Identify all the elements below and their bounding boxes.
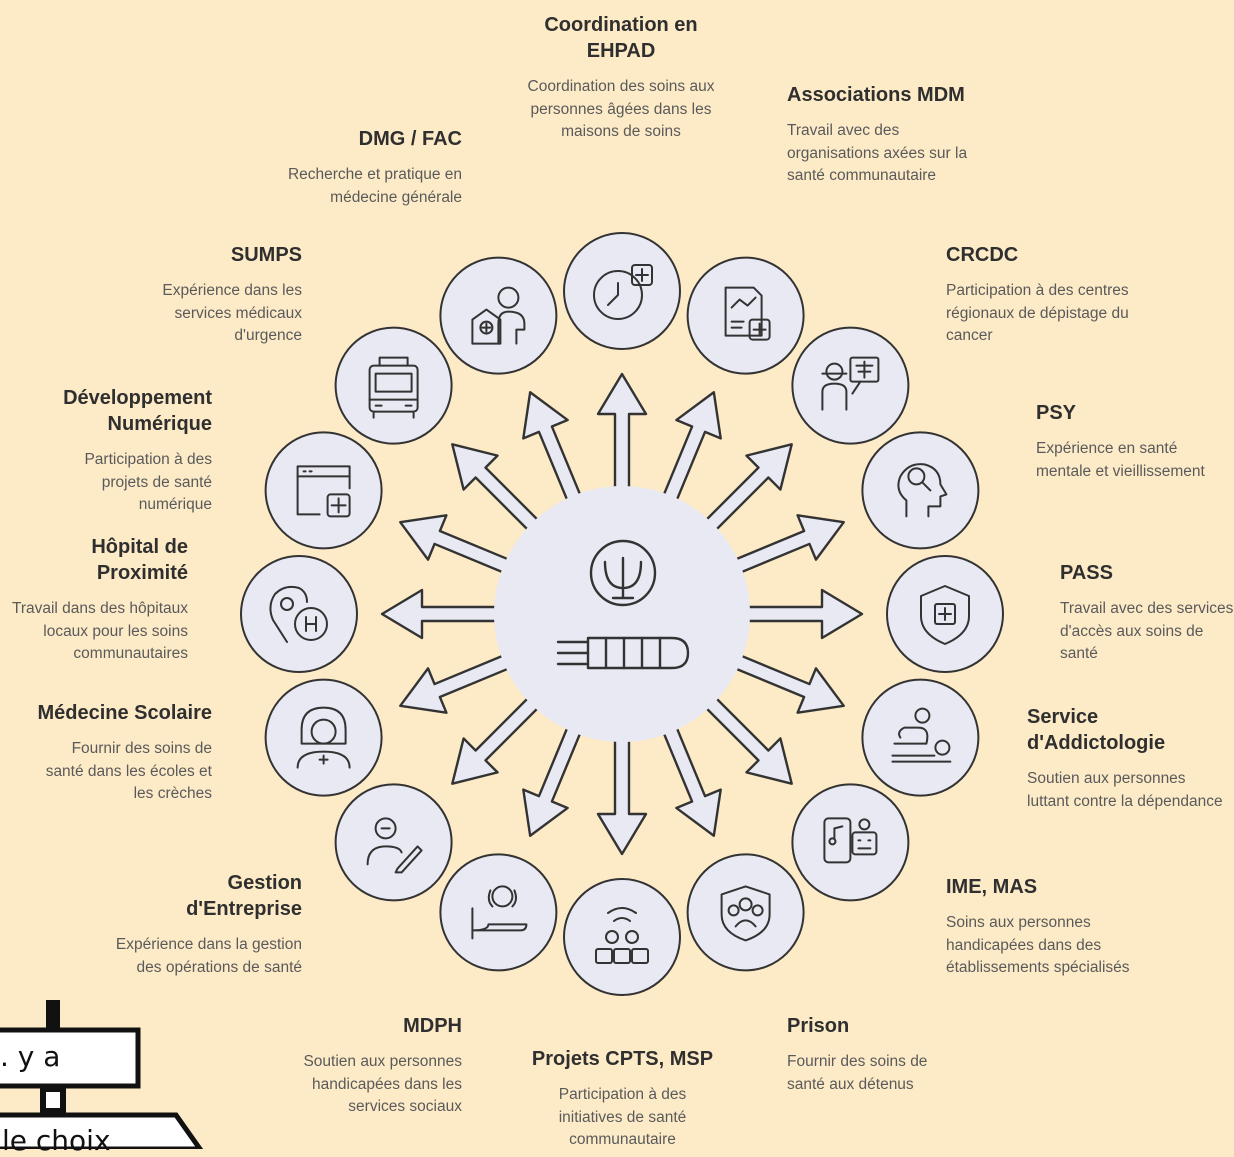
circle-pass	[886, 555, 1004, 673]
circle-numerique	[264, 431, 383, 550]
item-desc: Travail dans des hôpitaux locaux pour le…	[11, 600, 188, 662]
hub-circle	[494, 486, 750, 742]
tablet-robot-icon	[823, 817, 878, 864]
circle-dmg	[439, 256, 558, 375]
item-desc: Expérience dans la gestion des opération…	[115, 936, 302, 976]
syringe-icon	[556, 636, 690, 670]
signpost-board-2	[0, 1112, 204, 1149]
ambulance-icon	[368, 356, 419, 419]
person-pen-icon	[366, 817, 423, 874]
item-sumps: SUMPS Expérience dans les services médic…	[122, 242, 302, 348]
house-doctor-icon	[471, 286, 526, 345]
circles-group	[240, 232, 1004, 996]
item-title: Coordination en EHPAD	[544, 14, 698, 62]
signpost-post-top	[46, 1000, 60, 1032]
item-desc: Expérience en santé mentale et vieilliss…	[1036, 440, 1205, 480]
circle-prison	[686, 853, 805, 972]
circle-mdph	[439, 853, 558, 972]
item-title: Gestion d'Entreprise	[186, 872, 302, 920]
item-crcdc: CRCDC Participation à des centres région…	[946, 242, 1136, 348]
group-shield-icon	[720, 885, 771, 942]
circle-psy	[861, 431, 980, 550]
item-title: PASS	[1060, 562, 1113, 584]
item-prison: Prison Fournir des soins de santé aux dé…	[787, 1013, 967, 1096]
item-title: Médecine Scolaire	[37, 702, 212, 724]
item-ime: IME, MAS Soins aux personnes handicapées…	[946, 874, 1146, 980]
circle-sumps	[334, 326, 453, 445]
item-title: Associations MDM	[787, 84, 965, 106]
medical-chart-icon	[724, 286, 771, 341]
circle-cpts	[563, 878, 681, 996]
signpost	[0, 1000, 204, 1149]
item-desc: Fournir des soins de santé aux détenus	[787, 1053, 928, 1093]
shield-cross-icon	[920, 585, 970, 645]
browser-plus-icon	[296, 465, 351, 518]
item-title: MDPH	[403, 1015, 462, 1037]
item-desc: Participation à des centres régionaux de…	[946, 282, 1129, 344]
item-desc: Participation à des initiatives de santé…	[558, 1086, 687, 1148]
person-bed-icon	[471, 885, 528, 940]
item-title: Projets CPTS, MSP	[531, 1048, 714, 1070]
item-title: SUMPS	[230, 244, 302, 266]
item-dmg: DMG / FAC Recherche et pratique en médec…	[262, 126, 462, 209]
circle-mdm	[686, 256, 805, 375]
circle-addicto	[861, 678, 980, 797]
item-numerique: Développement Numérique Participation à …	[30, 385, 212, 517]
item-desc: Recherche et pratique en médecine généra…	[287, 166, 462, 206]
community-network-icon	[595, 907, 649, 964]
circle-hopital	[240, 555, 358, 673]
sign-text-2: le choix	[2, 1124, 111, 1157]
doctor-presentation-icon	[821, 356, 880, 411]
item-desc: Fournir des soins de santé dans les écol…	[45, 740, 212, 802]
item-scolaire: Médecine Scolaire Fournir des soins de s…	[10, 700, 212, 806]
patient-bed-icon	[891, 707, 952, 763]
circle-ime	[791, 783, 910, 902]
item-desc: Travail avec des organisations axées sur…	[787, 122, 968, 184]
item-desc: Soins aux personnes handicapées dans des…	[946, 914, 1130, 976]
item-desc: Soutien aux personnes luttant contre la …	[1027, 770, 1223, 810]
item-desc: Expérience dans les services médicaux d'…	[162, 282, 302, 344]
sign-text-1: . y a	[0, 1040, 61, 1073]
item-title: Prison	[787, 1015, 850, 1037]
nurse-icon	[296, 706, 351, 769]
item-cpts: Projets CPTS, MSP Participation à des in…	[515, 1046, 730, 1152]
item-psy: PSY Expérience en santé mentale et vieil…	[1036, 400, 1216, 483]
item-title: Développement Numérique	[63, 387, 212, 435]
item-desc: Coordination des soins aux personnes âgé…	[527, 78, 715, 140]
item-desc: Soutien aux personnes handicapées dans l…	[303, 1053, 462, 1115]
item-gestion: Gestion d'Entreprise Expérience dans la …	[102, 870, 302, 979]
item-title: Hôpital de Proximité	[91, 536, 188, 584]
item-title: DMG / FAC	[358, 128, 462, 150]
circle-gestion	[334, 783, 453, 902]
item-desc: Participation à des projets de santé num…	[84, 451, 212, 513]
hub-group	[494, 486, 750, 742]
circle-crcdc	[791, 326, 910, 445]
item-hopital: Hôpital de Proximité Travail dans des hô…	[0, 534, 188, 666]
psi-icon	[589, 539, 657, 607]
item-title: CRCDC	[946, 244, 1019, 266]
head-mind-icon	[897, 463, 948, 518]
item-mdm: Associations MDM Travail avec des organi…	[787, 82, 987, 188]
circle-ehpad	[563, 232, 681, 350]
item-ehpad: Coordination en EHPAD Coordination des s…	[520, 12, 722, 144]
item-title: Service d'Addictologie	[1027, 706, 1166, 754]
location-hospital-icon	[269, 585, 328, 643]
item-desc: Travail avec des services d'accès aux so…	[1060, 600, 1234, 662]
circle-scolaire	[264, 678, 383, 797]
item-mdph: MDPH Soutien aux personnes handicapées d…	[256, 1013, 462, 1119]
clock-plus-icon	[593, 264, 653, 320]
item-pass: PASS Travail avec des services d'accès a…	[1060, 560, 1234, 666]
arrows-group	[380, 372, 864, 856]
item-title: IME, MAS	[946, 876, 1038, 898]
item-title: PSY	[1036, 402, 1077, 424]
item-addicto: Service d'Addictologie Soutien aux perso…	[1027, 704, 1227, 813]
